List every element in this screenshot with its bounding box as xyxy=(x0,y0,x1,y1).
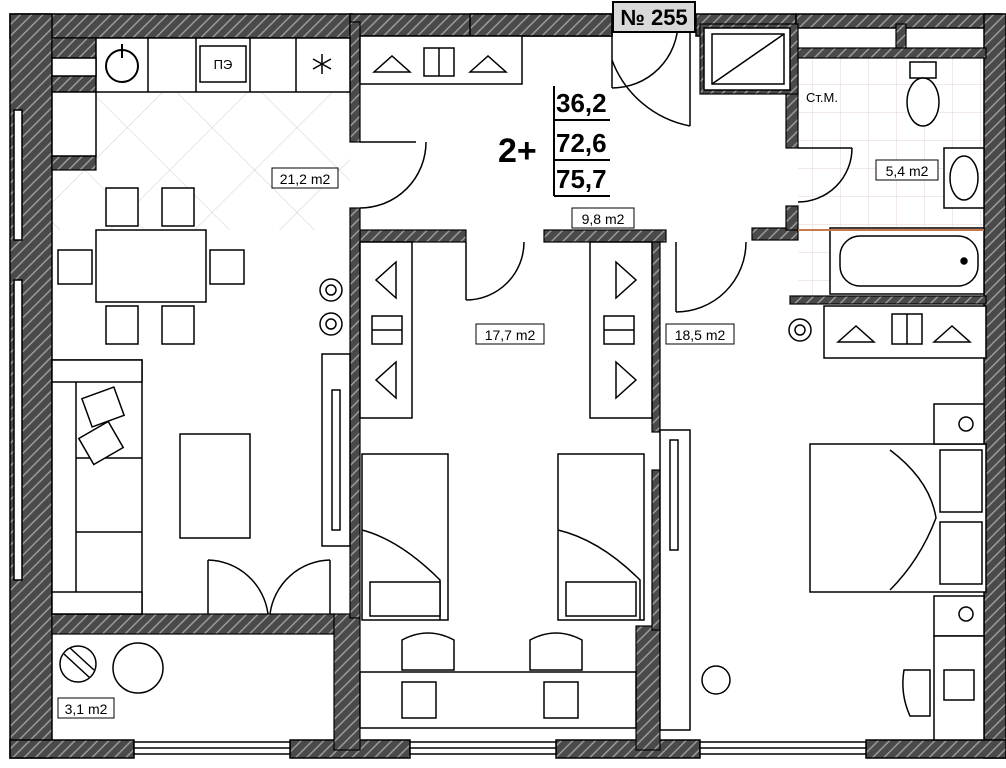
living-area: 36,2 xyxy=(556,88,607,118)
room-count: 2+ xyxy=(498,132,537,170)
living-room-double-door xyxy=(207,559,331,615)
total-area: 72,6 xyxy=(556,128,607,158)
tv-stand xyxy=(321,353,351,547)
plant-icon-bedroom xyxy=(788,318,812,342)
windows xyxy=(13,109,867,755)
label-kitchen-living: 21,2 m2 xyxy=(280,171,331,187)
kids-room-doors xyxy=(465,241,747,313)
bedroom-desk xyxy=(701,635,985,741)
fridge-snowflake-icon xyxy=(312,54,332,74)
label-hall: 9,8 m2 xyxy=(582,211,625,227)
bedroom-tv-stand xyxy=(659,429,691,731)
area-with-balcony: 75,7 xyxy=(556,164,607,194)
label-bedroom: 18,5 m2 xyxy=(675,327,726,343)
apartment-number-plate: № 255 xyxy=(612,1,696,33)
bedside-tables xyxy=(933,403,985,637)
label-kids-room: 17,7 m2 xyxy=(485,327,536,343)
washing-machine xyxy=(703,27,791,91)
loggia-furniture xyxy=(59,642,164,694)
coffee-table xyxy=(179,433,251,539)
washing-machine-label: Ст.М. xyxy=(806,90,838,105)
entrance-door xyxy=(611,21,691,127)
dining-table xyxy=(57,187,245,345)
apartment-number: № 255 xyxy=(620,5,687,30)
sink-icon xyxy=(105,44,139,83)
bedroom-wardrobe xyxy=(823,305,987,359)
kids-room-wardrobes xyxy=(359,241,653,419)
kitchen-tile-floor xyxy=(52,92,350,230)
label-loggia: 3,1 m2 xyxy=(65,701,108,717)
sofa xyxy=(51,359,143,615)
double-bed xyxy=(809,443,987,593)
toilet-icon xyxy=(906,61,940,127)
area-summary: 2+ 36,2 72,6 75,7 xyxy=(498,86,610,197)
stove-label: ПЭ xyxy=(214,57,233,72)
room-labels: 21,2 m2 9,8 m2 5,4 m2 17,7 m2 18,5 m2 3,… xyxy=(57,159,939,719)
kids-beds xyxy=(361,453,645,621)
bathtub xyxy=(798,227,985,295)
stove: ПЭ xyxy=(199,45,247,83)
bathroom-door xyxy=(797,147,853,203)
hall-door xyxy=(359,141,427,209)
label-bathroom: 5,4 m2 xyxy=(886,163,929,179)
washbasin-icon xyxy=(943,147,985,209)
kids-desk xyxy=(359,632,637,729)
hall-wardrobe xyxy=(359,35,523,85)
plant-icon xyxy=(319,278,343,336)
